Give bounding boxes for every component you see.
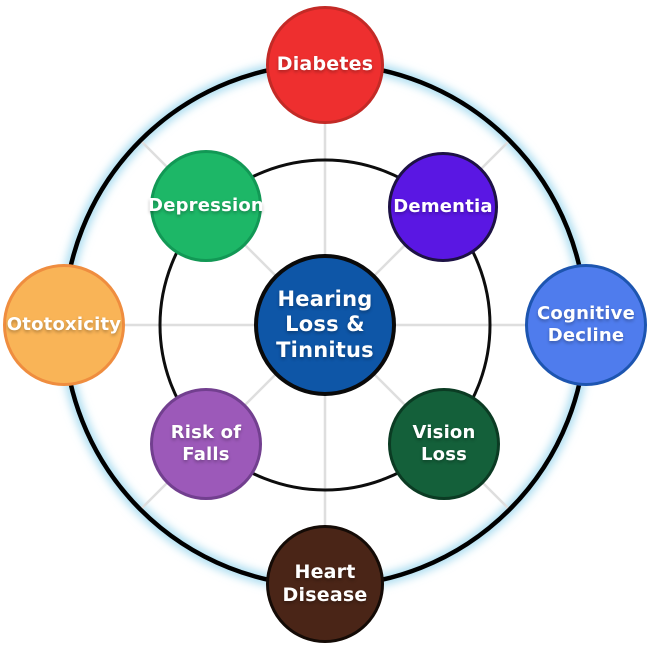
node-label: Depression	[148, 195, 264, 217]
node-label: Vision Loss	[412, 422, 476, 465]
node-hearing-loss-tinnitus: Hearing Loss & Tinnitus	[254, 254, 396, 396]
node-depression: Depression	[148, 150, 264, 262]
node-label: Ototoxicity	[6, 314, 122, 336]
node-cognitive-decline: Cognitive Decline	[525, 264, 647, 386]
node-label: Dementia	[393, 196, 493, 218]
node-label: Heart Disease	[282, 560, 368, 606]
node-label: Diabetes	[276, 53, 374, 76]
node-label: Risk of Falls	[170, 422, 242, 465]
node-heart-disease: Heart Disease	[266, 525, 384, 643]
node-vision-loss: Vision Loss	[388, 388, 500, 500]
node-dementia: Dementia	[388, 152, 498, 262]
node-ototoxicity: Ototoxicity	[3, 264, 125, 386]
node-label: Hearing Loss & Tinnitus	[276, 286, 374, 362]
node-label: Cognitive Decline	[537, 303, 635, 346]
inner-ring	[158, 158, 492, 492]
node-risk-of-falls: Risk of Falls	[150, 388, 262, 500]
node-diabetes: Diabetes	[266, 6, 384, 124]
